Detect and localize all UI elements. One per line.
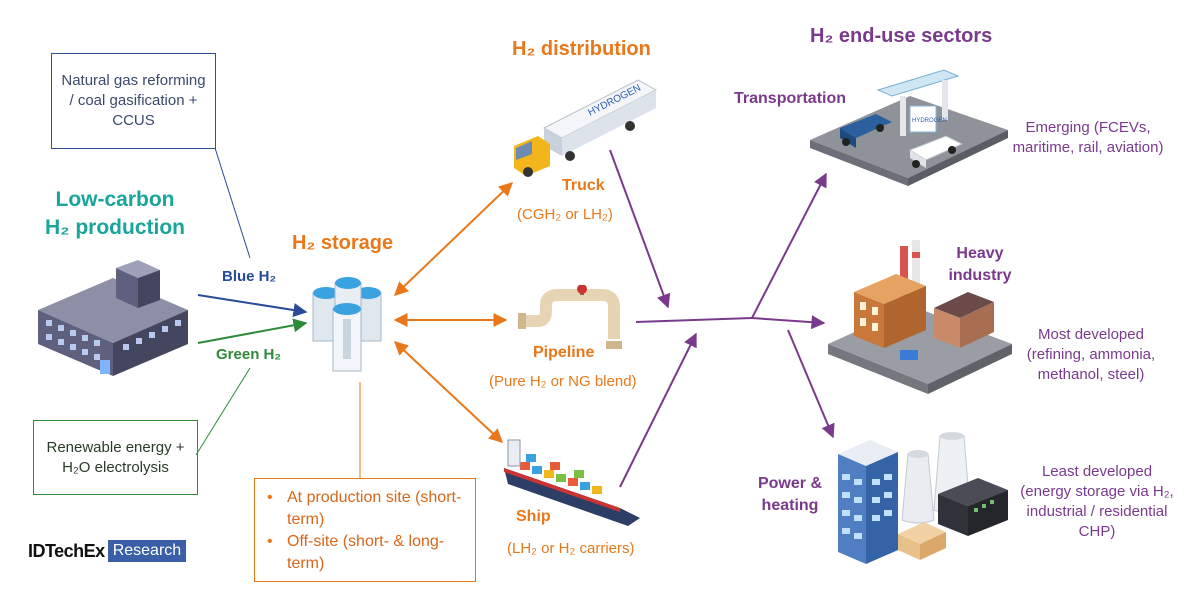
heavy-industry-label: Heavy industry	[948, 245, 1012, 284]
blue-h2-arrow	[197, 294, 308, 317]
station-sign-text: HYDROGEN	[912, 118, 947, 124]
brand-name: IDTechEx	[28, 540, 105, 561]
industrial-plant-icon	[828, 240, 1012, 394]
fueling-station-icon: HYDROGEN	[810, 69, 1008, 186]
storage-truck-arrow	[393, 182, 514, 296]
production-title: Low-carbon H₂ production	[20, 186, 210, 242]
pipeline-label: Pipeline	[533, 344, 595, 361]
production-title-line2: H₂ production	[45, 216, 185, 239]
power-heating-label: Power & heating	[757, 475, 822, 514]
pipeline-sublabel: (Pure H₂ or NG blend)	[489, 373, 637, 390]
truck-to-hub-arrow	[609, 149, 671, 309]
production-title-line1: Low-carbon	[55, 188, 175, 211]
blue-hydrogen-process-text: Natural gas reforming / coal gasificatio…	[61, 72, 206, 129]
distribution-title: H₂ distribution	[512, 38, 651, 60]
brand-logo: IDTechEx Research	[28, 540, 187, 562]
storage-bullet-item: At production site (short-term)	[267, 487, 475, 531]
ship-to-hub-arrow	[619, 332, 697, 488]
hub-to-transport-arrow	[751, 172, 827, 319]
truck-label: Truck	[562, 177, 605, 194]
transportation-label: Transportation	[734, 90, 847, 107]
factory-icon	[38, 260, 188, 376]
pipeline-to-hub-line	[635, 317, 753, 323]
brand-tag: Research	[107, 540, 187, 562]
green-hydrogen-process-box: Renewable energy + H₂O electrolysis	[33, 420, 198, 495]
blue-h2-label: Blue H₂	[222, 268, 277, 285]
hub-to-power-arrow	[787, 329, 835, 439]
truck-icon: HYDROGEN	[514, 79, 658, 177]
ship-sublabel: (LH₂ or H₂ carriers)	[507, 540, 635, 557]
green-h2-arrow	[197, 318, 308, 344]
storage-title: H₂ storage	[292, 232, 394, 254]
truck-sublabel: (CGH₂ or LH₂)	[517, 206, 613, 223]
hub-to-heavy-arrow	[751, 315, 826, 330]
blue-hydrogen-process-box: Natural gas reforming / coal gasificatio…	[51, 53, 216, 149]
power-heating-description: Least developed (energy storage via H₂, …	[1020, 463, 1174, 540]
pipeline-icon	[518, 285, 622, 349]
power-heating-icon	[838, 432, 1008, 564]
green-h2-label: Green H₂	[216, 346, 282, 363]
storage-locations-box: At production site (short-term) Off-site…	[254, 478, 476, 582]
storage-tanks-icon	[312, 277, 382, 372]
blue-box-leader	[214, 147, 251, 259]
heavy-industry-description: Most developed (refining, ammonia, metha…	[1026, 326, 1156, 383]
ship-label: Ship	[516, 508, 551, 525]
storage-ship-arrow	[393, 341, 504, 443]
ship-icon	[504, 439, 640, 526]
storage-bullet-item: Off-site (short- & long-term)	[267, 531, 475, 575]
transportation-description: Emerging (FCEVs, maritime, rail, aviatio…	[1012, 119, 1164, 156]
green-box-leader	[195, 367, 251, 456]
green-hydrogen-process-text: Renewable energy + H₂O electrolysis	[46, 438, 185, 476]
end-use-title: H₂ end-use sectors	[810, 25, 993, 47]
storage-bullet-list: At production site (short-term) Off-site…	[255, 487, 475, 575]
